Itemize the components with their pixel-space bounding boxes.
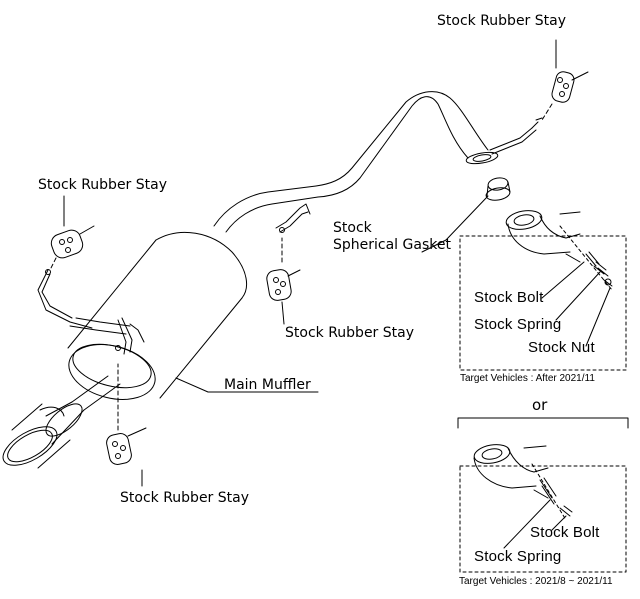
- label-spring-lower: Stock Spring: [474, 548, 562, 565]
- label-rubber-stay-left: Stock Rubber Stay: [38, 177, 168, 193]
- front-pipe-upper: [505, 210, 581, 263]
- label-rubber-stay-mid: Stock Rubber Stay: [285, 325, 415, 341]
- label-rubber-stay-bottom: Stock Rubber Stay: [120, 490, 250, 506]
- tail-pipe: [2, 375, 121, 469]
- main-muffler: [37, 231, 248, 400]
- label-bolt-upper: Stock Bolt: [474, 289, 544, 306]
- label-spring-upper: Stock Spring: [474, 316, 562, 333]
- bolt-spring-lower: [503, 463, 573, 549]
- leader-main-muffler: [175, 377, 319, 393]
- rubber-stay-left: [49, 225, 95, 271]
- label-or: or: [532, 396, 548, 414]
- label-gasket-line2: Spherical Gasket: [333, 237, 451, 253]
- label-main-muffler: Main Muffler: [224, 377, 311, 393]
- or-bracket: [457, 417, 629, 429]
- label-gasket-line1: Stock: [333, 220, 372, 236]
- label-rubber-stay-top: Stock Rubber Stay: [437, 13, 567, 29]
- label-nut-upper: Stock Nut: [528, 339, 595, 356]
- label-target-upper: Target Vehicles : After 2021/11: [460, 373, 595, 384]
- label-bolt-lower: Stock Bolt: [530, 524, 600, 541]
- rubber-stay-top: [535, 71, 589, 121]
- spherical-gasket: [421, 177, 511, 253]
- front-pipe-lower: [473, 444, 549, 499]
- bolt-spring-nut-upper: [541, 225, 613, 347]
- label-target-lower: Target Vehicles : 2021/8 ~ 2021/11: [459, 576, 613, 587]
- rubber-stay-bottom: [106, 363, 147, 465]
- intermediate-pipe: [213, 91, 539, 233]
- rubber-stay-mid: [266, 237, 301, 301]
- leader-mid-stay: [281, 301, 285, 325]
- detail-box-lower: [459, 465, 627, 573]
